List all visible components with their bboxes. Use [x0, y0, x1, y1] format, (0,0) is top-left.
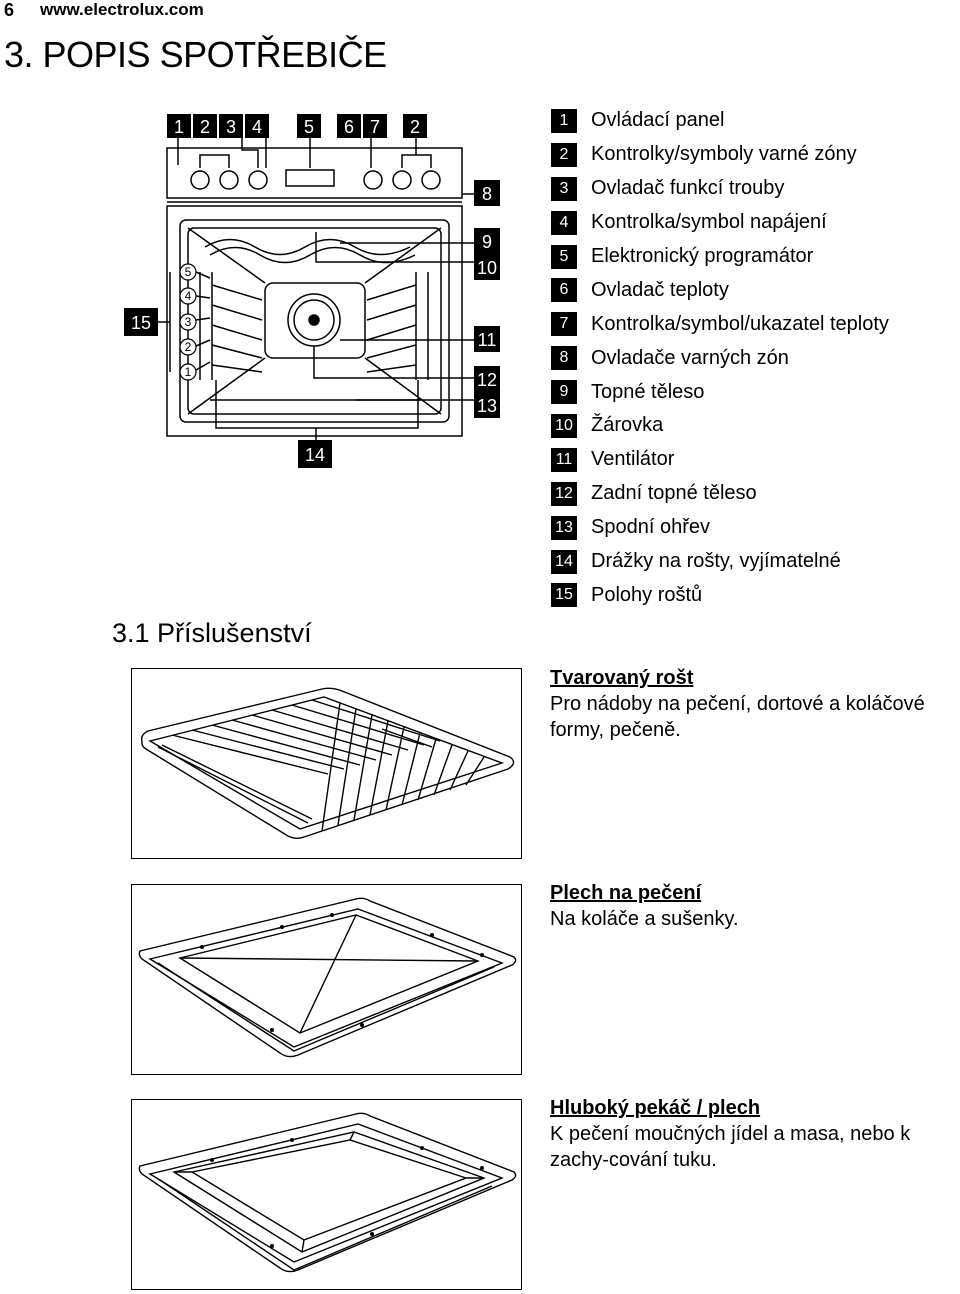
- list-item: 1 Ovládací panel: [551, 104, 951, 138]
- diagram-label-top: 7: [370, 117, 380, 137]
- part-label: Kontrolky/symboly varné zóny: [591, 143, 857, 166]
- part-label: Topné těleso: [591, 380, 705, 403]
- page-number: 6: [4, 0, 15, 20]
- diagram-label-right: 9: [482, 232, 492, 252]
- part-label: Ovladače varných zón: [591, 346, 789, 369]
- list-item: 14 Drážky na rošty, vyjímatelné: [551, 545, 951, 579]
- diagram-shelf-positions: 5 4 3 2 1: [179, 263, 197, 381]
- diagram-label-right: 11: [478, 330, 497, 350]
- list-item: 12 Zadní topné těleso: [551, 477, 951, 511]
- part-number: 7: [551, 312, 577, 337]
- part-label: Kontrolka/symbol napájení: [591, 211, 827, 234]
- part-label: Ventilátor: [591, 448, 675, 471]
- accessory-title: Plech na pečení: [550, 882, 702, 904]
- part-number: 8: [551, 346, 577, 371]
- diagram-label-top: 5: [304, 117, 314, 137]
- part-number: 9: [551, 380, 577, 405]
- diagram-label-left: 15: [131, 313, 151, 333]
- part-number: 6: [551, 278, 577, 303]
- list-item: 9 Topné těleso: [551, 375, 951, 409]
- list-item: 8 Ovladače varných zón: [551, 341, 951, 375]
- list-item: 7 Kontrolka/symbol/ukazatel teploty: [551, 307, 951, 341]
- part-label: Spodní ohřev: [591, 516, 710, 539]
- shelf-position-label: 5: [185, 265, 192, 279]
- parts-list: 1 Ovládací panel 2 Kontrolky/symboly varné…: [551, 104, 951, 612]
- baking-tray-image: [131, 884, 522, 1075]
- shelf-position-label: 3: [185, 315, 192, 329]
- oven-diagram: 1 2 3 4 5 6 7 2 8 9 10 11 12 13: [124, 114, 500, 468]
- part-number: 4: [551, 210, 577, 235]
- part-label: Drážky na rošty, vyjímatelné: [591, 550, 841, 573]
- part-number: 12: [551, 481, 577, 506]
- list-item: 5 Elektronický programátor: [551, 240, 951, 274]
- diagram-label-right: 12: [477, 370, 497, 390]
- list-item: 6 Ovladač teploty: [551, 273, 951, 307]
- part-label: Kontrolka/symbol/ukazatel teploty: [591, 312, 889, 335]
- deep-pan-image: [131, 1099, 522, 1290]
- list-item: 4 Kontrolka/symbol napájení: [551, 206, 951, 240]
- diagram-label-top: 3: [226, 117, 236, 137]
- list-item: 10 Žárovka: [551, 409, 951, 443]
- part-number: 5: [551, 244, 577, 269]
- diagram-label-top: 2: [200, 117, 210, 137]
- diagram-top-labels: 1 2 3 4 5 6 7 2: [167, 114, 427, 138]
- part-number: 10: [551, 413, 577, 438]
- list-item: 15 Polohy roštů: [551, 578, 951, 612]
- diagram-right-labels: 8 9 10 11 12 13: [474, 180, 500, 418]
- part-number: 11: [551, 447, 577, 472]
- part-number: 13: [551, 515, 577, 540]
- part-number: 2: [551, 142, 577, 167]
- diagram-label-top: 4: [252, 117, 262, 137]
- list-item: 3 Ovladač funkcí trouby: [551, 172, 951, 206]
- list-item: 13 Spodní ohřev: [551, 511, 951, 545]
- subsection-title: 3.1 Příslušenství: [112, 618, 312, 648]
- shelf-position-label: 1: [185, 365, 192, 379]
- part-number: 3: [551, 176, 577, 201]
- diagram-label-bottom: 14: [305, 445, 325, 465]
- header-url[interactable]: www.electrolux.com: [40, 0, 204, 19]
- shelf-position-label: 2: [185, 340, 192, 354]
- part-label: Žárovka: [591, 414, 664, 437]
- part-number: 14: [551, 549, 577, 574]
- part-label: Ovladač funkcí trouby: [591, 177, 785, 200]
- part-label: Zadní topné těleso: [591, 482, 757, 505]
- diagram-label-top: 6: [344, 117, 354, 137]
- shelf-position-label: 4: [185, 289, 192, 303]
- part-label: Ovladač teploty: [591, 278, 729, 301]
- diagram-label-right: 8: [482, 184, 492, 204]
- diagram-label-top: 2: [410, 117, 420, 137]
- accessory-title: Tvarovaný rošt: [550, 667, 694, 689]
- part-number: 1: [551, 108, 577, 133]
- part-label: Ovládací panel: [591, 109, 725, 132]
- list-item: 2 Kontrolky/symboly varné zóny: [551, 138, 951, 172]
- wire-shelf-image: [131, 668, 522, 859]
- diagram-label-right: 10: [477, 258, 497, 278]
- accessory-description: K pečení moučných jídel a masa, nebo k z…: [550, 1123, 911, 1171]
- accessory-description: Pro nádoby na pečení, dortové a koláčové…: [550, 693, 925, 741]
- part-label: Polohy roštů: [591, 583, 703, 606]
- list-item: 11 Ventilátor: [551, 443, 951, 477]
- section-title: 3. POPIS SPOTŘEBIČE: [4, 34, 387, 75]
- part-label: Elektronický programátor: [591, 245, 814, 267]
- diagram-label-top: 1: [174, 117, 184, 137]
- diagram-label-right: 13: [477, 396, 497, 416]
- part-number: 15: [551, 583, 577, 608]
- accessory-title: Hluboký pekáč / plech: [550, 1097, 761, 1119]
- accessory-description: Na koláče a sušenky.: [550, 908, 739, 930]
